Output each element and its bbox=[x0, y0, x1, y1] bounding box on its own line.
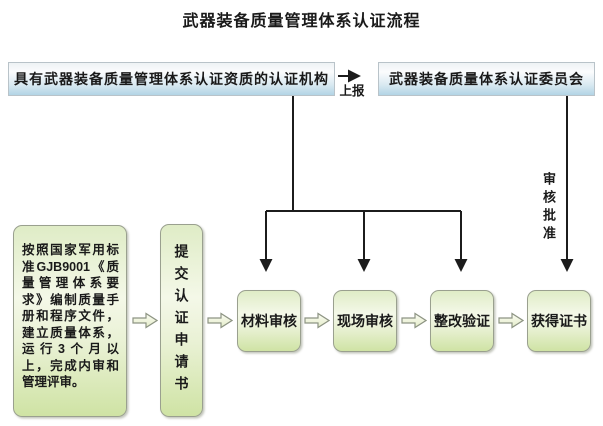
prep-line: 上，完成内审和 bbox=[22, 358, 119, 373]
prep-line: 量管理体系要 bbox=[22, 276, 119, 290]
step-box-material-review: 材料审核 bbox=[237, 290, 301, 352]
prep-line: 运行3个月以 bbox=[22, 342, 119, 356]
certifier-box: 具有武器装备质量管理体系认证资质的认证机构 bbox=[8, 62, 335, 96]
approval-label: 审核批准 bbox=[541, 172, 556, 244]
flow-arrow-icon bbox=[207, 312, 233, 329]
committee-box: 武器装备质量体系认证委员会 bbox=[378, 62, 595, 96]
page-title: 武器装备质量管理体系认证流程 bbox=[182, 13, 421, 30]
prep-line: 按照国家军用标 bbox=[22, 243, 119, 257]
prep-line: 求》编制质量手 bbox=[22, 292, 119, 307]
flow-arrow-icon bbox=[498, 312, 524, 329]
submit-box: 提交认证申请书 bbox=[160, 224, 203, 417]
report-label: 上报 bbox=[339, 84, 365, 98]
flow-arrow-icon bbox=[304, 312, 330, 329]
prep-box: 按照国家军用标 准GJB9001《质 量管理体系要 求》编制质量手 册和程序文件… bbox=[13, 225, 127, 417]
flow-arrow-icon bbox=[132, 312, 158, 329]
submit-box-label: 提交认证申请书 bbox=[173, 243, 190, 398]
step-box-get-certificate: 获得证书 bbox=[527, 290, 591, 352]
step-box-site-audit: 现场审核 bbox=[333, 290, 397, 352]
flow-arrow-icon bbox=[401, 312, 427, 329]
prep-line: 准GJB9001《质 bbox=[22, 259, 119, 274]
prep-line: 建立质量体系， bbox=[22, 325, 119, 340]
prep-line: 管理评审。 bbox=[22, 375, 85, 389]
step-box-rectification-verify: 整改验证 bbox=[430, 290, 494, 352]
prep-line: 册和程序文件， bbox=[22, 309, 119, 323]
